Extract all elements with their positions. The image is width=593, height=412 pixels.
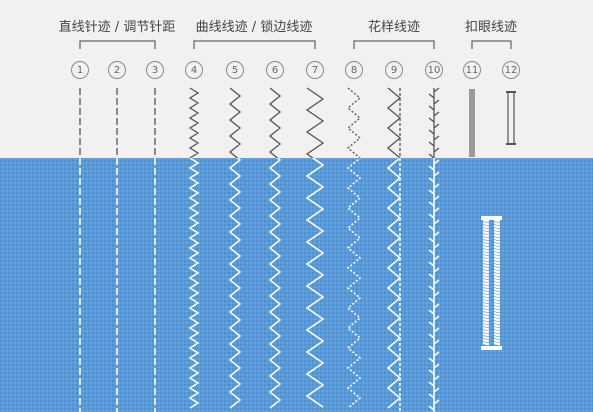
stitch-line-4 <box>188 158 200 409</box>
group-label-curve: 曲线线迹 / 锁边线迹 <box>195 20 313 35</box>
fabric-buttonhole-bartacks <box>481 216 502 350</box>
stitch-number-11: 11 <box>463 61 481 79</box>
stitch-number-12: 12 <box>502 61 520 79</box>
stitch-number-4: 4 <box>185 61 203 79</box>
stitch-line-4 <box>188 87 200 158</box>
group-label-buttonhole: 扣眼线迹 <box>464 20 518 35</box>
stitch-number-1: 1 <box>71 61 89 79</box>
stitch-line-9 <box>386 87 402 158</box>
stitch-number-3: 3 <box>146 61 164 79</box>
stitch-number-6: 6 <box>266 61 284 79</box>
buttonhole-sample-11 <box>469 89 475 157</box>
group-brackets <box>79 40 512 49</box>
fabric-swatch <box>0 158 593 412</box>
stitch-line-5 <box>228 158 242 409</box>
paper-background <box>0 0 593 158</box>
buttonhole-bartack-12 <box>506 91 516 145</box>
bracket-pattern <box>353 40 435 49</box>
stitch-line-6 <box>268 158 282 409</box>
stitch-line-8 <box>346 158 362 409</box>
stitch-line-7 <box>305 87 325 158</box>
bracket-curve <box>193 40 316 49</box>
stitch-number-5: 5 <box>226 61 244 79</box>
bracket-buttonhole <box>471 40 512 49</box>
stitch-line-7 <box>305 158 325 408</box>
stitch-number-2: 2 <box>108 61 126 79</box>
group-label-straight: 直线针迹 / 调节针距 <box>58 20 176 35</box>
stitch-line-9 <box>386 158 402 409</box>
stitch-line-6 <box>268 87 282 158</box>
stitch-number-9: 9 <box>385 61 403 79</box>
group-label-pattern: 花样线迹 <box>367 20 421 35</box>
stitch-line-10 <box>428 158 440 412</box>
stitch-line-5 <box>228 87 242 158</box>
stitch-number-8: 8 <box>345 61 363 79</box>
stitch-line-10 <box>428 87 440 158</box>
bracket-straight <box>79 40 156 49</box>
stitch-number-7: 7 <box>306 61 324 79</box>
fabric-buttonhole <box>482 218 501 346</box>
stitch-number-10: 10 <box>425 61 443 79</box>
